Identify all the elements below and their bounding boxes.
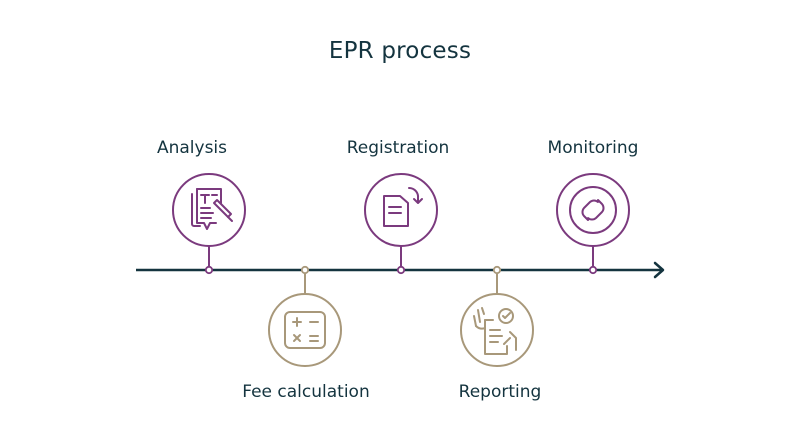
step-fee-calculation [268,265,342,367]
step-circle [556,173,630,247]
link-cycle-icon [569,186,617,234]
timeline-node [492,265,502,275]
step-registration [364,173,438,275]
calculator-icon [284,311,326,349]
document-arrow-icon [383,186,423,227]
timeline-node [588,265,598,275]
timeline-node [300,265,310,275]
timeline-node [396,265,406,275]
step-label-reporting: Reporting [458,382,542,402]
timeline-node [204,265,214,275]
step-label-fee-calculation: Fee calculation [242,382,370,402]
step-label-monitoring: Monitoring [547,138,639,158]
step-monitoring [556,173,630,275]
report-check-icon [473,307,517,355]
step-circle [268,293,342,367]
step-analysis [172,173,246,275]
step-circle [364,173,438,247]
diagram-title: EPR process [328,38,472,64]
step-label-analysis: Analysis [156,138,228,158]
step-circle [172,173,246,247]
step-label-registration: Registration [346,138,450,158]
document-edit-icon [191,188,233,230]
step-reporting [460,265,534,367]
axis-arrow-icon [653,261,665,279]
